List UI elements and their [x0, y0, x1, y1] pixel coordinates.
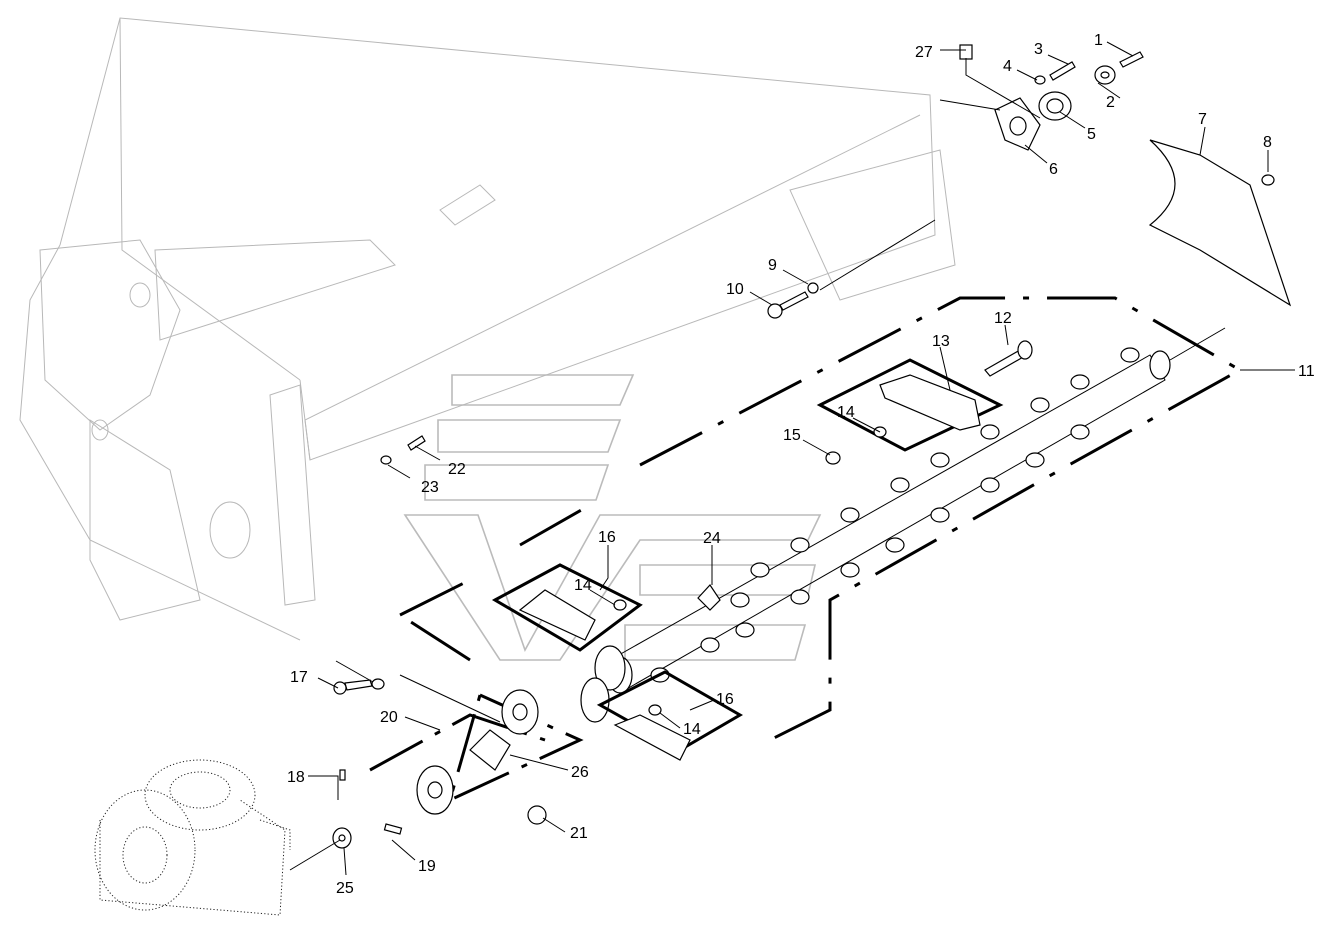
label-12: 12 — [994, 310, 1012, 327]
knife-16a — [518, 589, 596, 641]
plug-27 — [959, 44, 973, 60]
label-5: 5 — [1087, 126, 1096, 143]
pin-14b — [613, 599, 627, 611]
label-27: 27 — [915, 44, 933, 61]
label-23: 23 — [421, 479, 439, 496]
screw-22 — [407, 435, 426, 451]
label-19: 19 — [418, 858, 436, 875]
gearbox — [94, 759, 291, 916]
bolt-10 — [779, 291, 809, 311]
washer-23 — [380, 455, 392, 465]
label-3: 3 — [1034, 41, 1043, 58]
label-9: 9 — [768, 257, 777, 274]
key-19 — [383, 823, 403, 835]
callouts: 1 2 3 4 5 6 7 8 9 10 11 12 13 14 14 14 1… — [287, 32, 1315, 897]
header-frame — [19, 17, 956, 641]
end-plate-7 — [1148, 139, 1292, 307]
label-14c: 14 — [683, 721, 701, 738]
label-11: 11 — [1298, 363, 1315, 380]
parts — [332, 44, 1292, 849]
spider-26 — [469, 729, 511, 771]
label-20: 20 — [380, 709, 398, 726]
label-4: 4 — [1003, 58, 1012, 75]
label-21: 21 — [570, 825, 588, 842]
knife-13 — [879, 374, 981, 431]
set-screw-18 — [339, 769, 346, 781]
label-17: 17 — [290, 669, 308, 686]
washer-4b — [371, 678, 385, 690]
label-16b: 16 — [716, 691, 734, 708]
group-brackets — [369, 296, 1244, 803]
washer-4 — [1034, 75, 1046, 85]
screw-1 — [1119, 51, 1144, 68]
pin-14c — [648, 704, 662, 716]
watermark — [403, 374, 822, 661]
label-6: 6 — [1049, 161, 1058, 178]
knife-16b — [613, 714, 691, 761]
bolt-17 — [344, 679, 373, 691]
label-8: 8 — [1263, 134, 1272, 151]
label-13: 13 — [932, 333, 950, 350]
label-1: 1 — [1094, 32, 1103, 49]
label-7: 7 — [1198, 111, 1207, 128]
label-22: 22 — [448, 461, 466, 478]
label-14b: 14 — [574, 577, 592, 594]
nut-8 — [1261, 174, 1275, 186]
label-16a: 16 — [598, 529, 616, 546]
label-14a: 14 — [837, 404, 855, 421]
label-15: 15 — [783, 427, 801, 444]
bushing-21 — [527, 805, 547, 825]
label-25: 25 — [336, 880, 354, 897]
screw-3 — [1049, 61, 1076, 81]
washer-9 — [807, 282, 819, 294]
clip-24 — [697, 584, 721, 611]
label-2: 2 — [1106, 94, 1115, 111]
leader-lines — [289, 41, 1295, 876]
label-24: 24 — [703, 530, 721, 547]
label-18: 18 — [287, 769, 305, 786]
label-26: 26 — [571, 764, 589, 781]
label-10: 10 — [726, 281, 744, 298]
